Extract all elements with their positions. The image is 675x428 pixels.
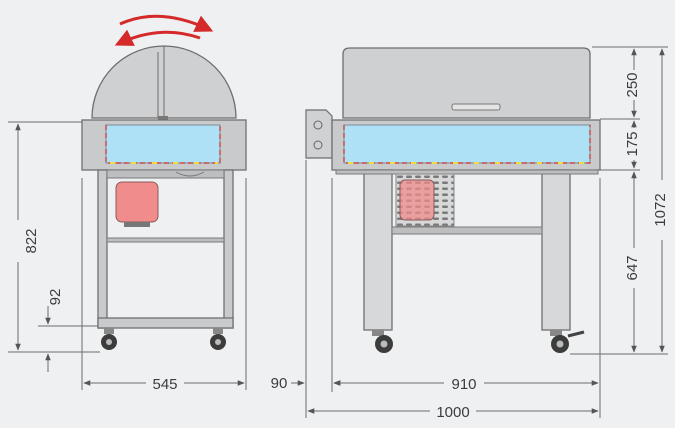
front-leg-left xyxy=(363,169,393,331)
side-view: 822 92 545 xyxy=(8,14,247,393)
front-leg-right xyxy=(541,169,571,331)
rotation-arrow-right xyxy=(119,14,214,32)
front-caster-left xyxy=(372,330,393,353)
side-caster-right xyxy=(210,328,226,350)
dim-tub-height: 175 xyxy=(624,131,641,156)
dim-side-width: 545 xyxy=(152,376,177,393)
side-bottom-shelf xyxy=(97,317,234,329)
dim-front-width: 910 xyxy=(451,376,476,393)
front-compressor xyxy=(399,179,435,221)
front-view: 250 175 647 1072 90 910 1000 xyxy=(271,46,669,421)
dim-front-offset: 90 xyxy=(271,375,288,392)
side-tub xyxy=(105,124,221,164)
dim-side-height: 822 xyxy=(23,228,40,253)
side-leg-right xyxy=(223,169,234,329)
dim-front-total-width: 1000 xyxy=(436,404,469,421)
dim-hood-height: 250 xyxy=(624,72,641,97)
front-tub xyxy=(343,124,591,164)
hood-handle xyxy=(451,103,501,111)
dim-stand-height: 647 xyxy=(624,255,641,280)
side-bracket xyxy=(305,109,333,159)
dim-shelf-height: 92 xyxy=(47,289,64,306)
rotation-arrow-left xyxy=(114,29,201,46)
dim-total-height: 1072 xyxy=(652,193,669,226)
front-caster-right xyxy=(550,330,585,353)
side-compressor xyxy=(115,181,159,223)
side-leg-left xyxy=(97,169,108,329)
side-caster-left xyxy=(101,328,117,350)
front-hood xyxy=(342,47,591,119)
